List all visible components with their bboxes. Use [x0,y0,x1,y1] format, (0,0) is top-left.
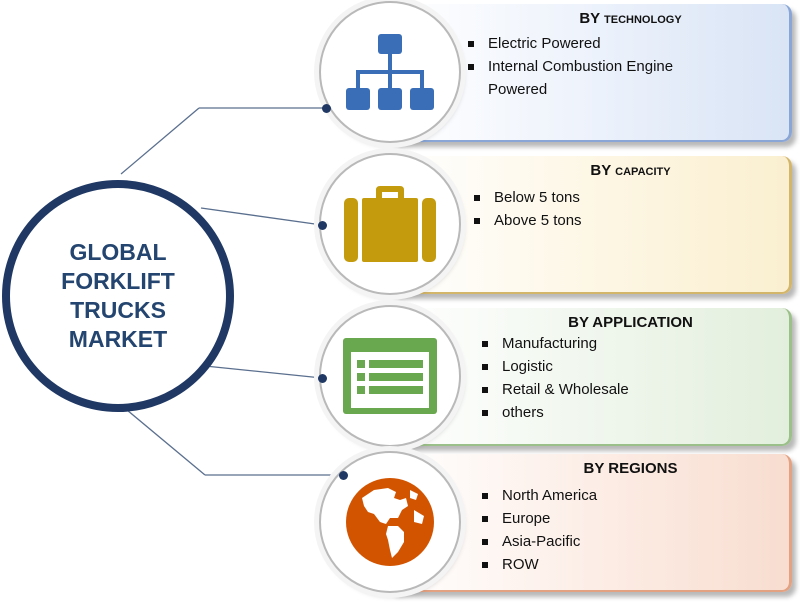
connector-dot [339,471,348,480]
list-item: Logistic [480,355,700,378]
central-hub: GLOBAL FORKLIFT TRUCKS MARKET [2,180,234,412]
connector-capacity [200,207,323,226]
list-item: Retail & Wholesale [480,378,700,401]
segment-title: BY technology [579,10,682,27]
globe-icon [346,478,434,566]
connector-technology [120,107,200,175]
org-chart-icon [346,34,434,110]
connector-application [204,365,323,379]
list-item: North America [480,484,700,507]
icon-circle-application [319,305,461,447]
icon-circle-regions [319,451,461,593]
list-item: Asia-Pacific [480,530,700,553]
connector-regions [120,404,206,476]
list-item: ROW [480,553,700,576]
segment-title: BY REGIONS [583,460,678,477]
segment-title: BY APPLICATION [568,314,693,331]
icon-circle-technology [319,1,461,143]
hub-title: GLOBAL FORKLIFT TRUCKS MARKET [61,239,175,352]
list-item: Europe [480,507,700,530]
briefcase-icon [344,186,436,262]
connector-dot [318,221,327,230]
connector-dot [318,374,327,383]
icon-circle-capacity [319,153,461,295]
segment-list: Electric Powered Internal Combustion Eng… [466,32,726,101]
list-item: others [480,401,700,424]
list-item: Electric Powered [466,32,726,55]
list-item: Manufacturing [480,332,700,355]
segment-list: Manufacturing Logistic Retail & Wholesal… [480,332,700,424]
segment-list: Below 5 tons Above 5 tons [472,186,692,232]
list-item: Above 5 tons [472,209,692,232]
segment-list: North America Europe Asia-Pacific ROW [480,484,700,576]
list-item: Below 5 tons [472,186,692,209]
list-window-icon [343,338,437,414]
list-item: Internal Combustion Engine Powered [466,55,726,101]
connector-dot [322,104,331,113]
segment-title: BY capacity [590,162,671,179]
